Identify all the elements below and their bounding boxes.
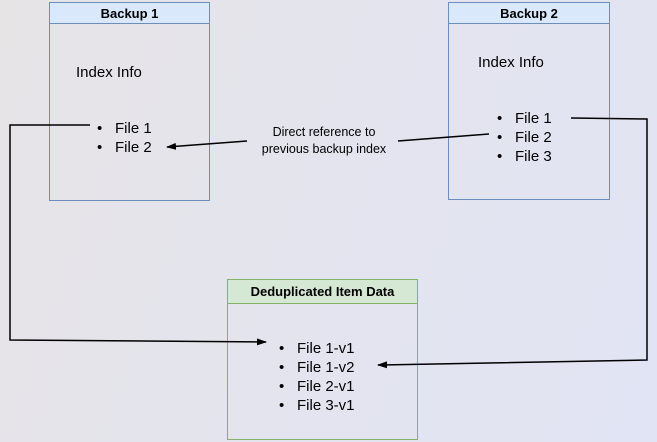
backup2-index-info-label: Index Info [478,54,544,71]
bullet-icon: • [497,148,503,165]
bullet-icon: • [279,378,285,395]
file-label: File 2-v1 [297,378,355,395]
list-item: • File 2-v1 [279,377,355,396]
bullet-icon: • [97,139,103,156]
backup1-index-info-label: Index Info [76,64,142,81]
file-label: File 1-v1 [297,340,355,357]
annotation-line2: previous backup index [261,142,387,156]
file-label: File 1 [515,110,552,127]
dedup-header: Deduplicated Item Data [228,280,417,304]
bullet-icon: • [279,359,285,376]
bullet-icon: • [97,120,103,137]
dedup-file-list: • File 1-v1 • File 1-v2 • File 2-v1 • File 3… [279,339,355,415]
list-item: • File 1 [97,119,152,138]
bullet-icon: • [497,110,503,127]
file-label: File 3 [515,148,552,165]
backup1-file-list: • File 1 • File 2 [97,119,152,157]
list-item: • File 3-v1 [279,396,355,415]
bullet-icon: • [279,397,285,414]
file-label: File 3-v1 [297,397,355,414]
annotation-line1: Direct reference to [272,125,376,139]
list-item: • File 1-v2 [279,358,355,377]
list-item: • File 3 [497,147,552,166]
file-label: File 2 [115,139,152,156]
backup1-box: Backup 1 Index Info • File 1 • File 2 [49,2,210,201]
file-label: File 2 [515,129,552,146]
backup1-header: Backup 1 [50,3,209,24]
bullet-icon: • [497,129,503,146]
backup2-box: Backup 2 Index Info • File 1 • File 2 • Fil… [448,2,610,200]
bullet-icon: • [279,340,285,357]
list-item: • File 1 [497,109,552,128]
list-item: • File 1-v1 [279,339,355,358]
list-item: • File 2 [97,138,152,157]
list-item: • File 2 [497,128,552,147]
dedup-box: Deduplicated Item Data • File 1-v1 • File … [227,279,418,440]
backup2-header: Backup 2 [449,3,609,24]
backup2-file-list: • File 1 • File 2 • File 3 [497,109,552,166]
file-label: File 1 [115,120,152,137]
file-label: File 1-v2 [297,359,355,376]
annotation-label: Direct reference to previous backup inde… [244,124,404,158]
